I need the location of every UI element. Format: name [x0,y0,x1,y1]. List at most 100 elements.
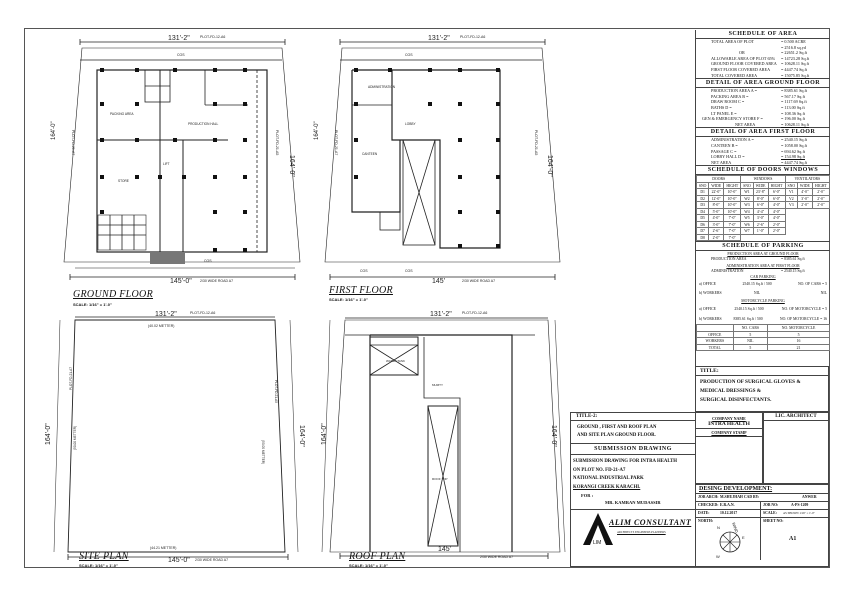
svg-text:COS: COS [360,269,368,273]
company-name: INTRA HEALTH [696,421,762,429]
svg-text:(50.00 METTER): (50.00 METTER) [261,440,265,464]
plan-title-site: SITE PLAN [79,551,129,562]
svg-text:W: W [716,554,720,559]
svg-text:2/30 WIDE ROAD A7: 2/30 WIDE ROAD A7 [480,555,513,559]
consultant-name: ALIM CONSULTANT [609,518,692,527]
plan-scale-site: SCALE: 1/16" = 1'-0" [79,563,118,568]
svg-text:145': 145' [432,278,445,285]
dev-row: DATE: 10.12.2017 SCALE: AS SHOWN 1/16" =… [696,510,828,518]
svg-text:N: N [717,525,720,530]
svg-text:2/30 WIDE ROAD A7: 2/30 WIDE ROAD A7 [200,279,233,283]
svg-text:145': 145' [438,546,451,553]
svg-text:145'-0": 145'-0" [168,557,190,564]
svg-text:LIFT: LIFT [163,162,170,166]
svg-text:(40.02 METTER): (40.02 METTER) [148,324,174,328]
plan-title-ground: GROUND FLOOR [73,289,153,300]
title-box: TITLE: PRODUCTION OF SURGICAL GLOVES & M… [695,366,829,412]
company-box: COMPANY NAME INTRA HEALTH COMPANY STAMP [695,412,763,484]
north-block: NORTH: N E W WIND [696,518,760,560]
svg-text:PLOT-FD-21-A5: PLOT-FD-21-A5 [274,380,278,403]
svg-text:164'-0": 164'-0" [288,155,295,177]
svg-text:ADMINISTRATION: ADMINISTRATION [368,85,396,89]
sheet-number: A1 [789,536,797,542]
consultant-logo-icon: LIM [583,513,613,546]
roof-plan [321,317,566,559]
design-development-box: DESING DEVELOPMENT: JOB ARCH: M.SHUJHAH … [695,484,829,567]
svg-text:COS: COS [177,53,185,57]
schedule-area: TOTAL AREA OF PLOT= 0.500 ACRE = 2516.8 … [711,39,810,78]
svg-text:PRODUCTION HALL: PRODUCTION HALL [188,122,219,126]
svg-text:145'-0": 145'-0" [170,278,192,285]
detail-ground: PRODUCTION AREA A == 8385.61 Sq.ft PACKI… [702,88,810,127]
svg-text:164'-0": 164'-0" [298,425,305,447]
svg-text:COS: COS [405,269,413,273]
svg-text:PLOT-FD-21-A7: PLOT-FD-21-A7 [334,130,338,155]
svg-text:PLOT-FD-21-A7: PLOT-FD-21-A7 [71,130,75,155]
ground-width-top: 131'-2" [168,35,190,42]
svg-text:E: E [742,535,745,540]
plan-scale-first: SCALE: 1/16" = 1'-0" [329,297,368,302]
consultant-tagline: ARCHITECTS ENGINEERS PLANNERS [617,531,666,534]
svg-text:164'-0": 164'-0" [51,121,57,140]
svg-text:131'-2": 131'-2" [155,311,177,318]
first-floor-plan [324,39,561,280]
detail-first-title: DETAIL OF AREA FIRST FLOOR [696,127,830,138]
svg-text:ROOF TOP: ROOF TOP [432,477,448,481]
detail-first: ADMINISTRATION A == 2540.15 Sq.ft CANTEE… [711,137,808,165]
dev-row: JOB ARCH: M.SHUJHAH CAD BY: ANWER [696,494,828,502]
svg-text:2/30 WIDE ROAD A7: 2/30 WIDE ROAD A7 [462,279,495,283]
svg-text:PLOT-FD-12-A6: PLOT-FD-12-A6 [460,35,485,39]
svg-text:PLOT-FD-12-A6: PLOT-FD-12-A6 [462,311,487,315]
compass-rose-icon: N E W WIND [716,522,745,559]
submission-label: SUBMISSION DRAWING [571,444,695,455]
title2-box: TITLE-2: GROUND , FIRST AND ROOF PLAN AN… [570,412,696,567]
parking-schedule: PRODUCTION AREA AT GROUND FLOOR PRODUCTI… [696,251,830,352]
svg-text:(50.00 METTER): (50.00 METTER) [73,426,77,450]
svg-text:2/30 WIDE ROAD A7: 2/30 WIDE ROAD A7 [195,558,228,562]
architect-box: LIC. ARCHITECT [763,412,829,484]
client-name: MR. KAMRAN MUDASSIR [571,499,695,510]
svg-text:131'-2": 131'-2" [428,35,450,42]
svg-text:(44.21 METTER): (44.21 METTER) [150,546,176,550]
svg-text:STORE: STORE [118,179,129,183]
plan-title-roof: ROOF PLAN [349,551,406,562]
svg-text:PLOT-FD-21-A5: PLOT-FD-21-A5 [275,130,279,155]
svg-text:COS: COS [204,259,212,263]
svg-text:PLOT-FD-21-A7: PLOT-FD-21-A7 [69,367,73,390]
svg-text:PLOT-FD-12-A6: PLOT-FD-12-A6 [200,35,225,39]
svg-text:MUMTY: MUMTY [432,383,443,387]
svg-text:164'-0": 164'-0" [314,121,320,140]
plan-title-first: FIRST FLOOR [329,285,393,296]
svg-text:LIM: LIM [593,540,601,546]
svg-text:131'-2": 131'-2" [430,311,452,318]
consultant-logo-block: LIM ALIM CONSULTANT ARCHITECTS ENGINEERS… [571,510,695,550]
dev-row: CHECKED: E.R.A.N. JOB NO: A-PS-1209 [696,502,828,510]
svg-text:LOBBY: LOBBY [405,122,417,126]
svg-text:WATER TANK: WATER TANK [386,359,405,363]
detail-ground-title: DETAIL OF AREA GROUND FLOOR [696,78,830,89]
plan-scale-roof: SCALE: 1/16" = 1'-0" [349,563,388,568]
svg-text:PLOT-FD-21-A5: PLOT-FD-21-A5 [534,130,538,155]
svg-text:164'-0": 164'-0" [321,423,328,445]
plan-scale-ground: SCALE: 1/16" = 1'-0" [73,302,112,307]
schedule-area-title: SCHEDULE OF AREA [696,30,830,39]
svg-text:PACKING AREA: PACKING AREA [110,112,134,116]
ground-floor-plan [63,39,301,280]
svg-text:CANTEEN: CANTEEN [362,152,378,156]
sheet-number-block: SHEET NO: A1 [760,518,828,560]
parking-title: SCHEDULE OF PARKING [696,241,830,252]
svg-text:164'-0": 164'-0" [550,425,557,447]
svg-text:COS: COS [405,53,413,57]
svg-text:164'-0": 164'-0" [45,423,52,445]
svg-text:WIND: WIND [731,522,739,534]
openings-title: SCHEDULE OF DOORS WINDOWS [696,165,830,176]
svg-text:164'-0": 164'-0" [546,155,553,177]
site-plan [53,316,299,560]
